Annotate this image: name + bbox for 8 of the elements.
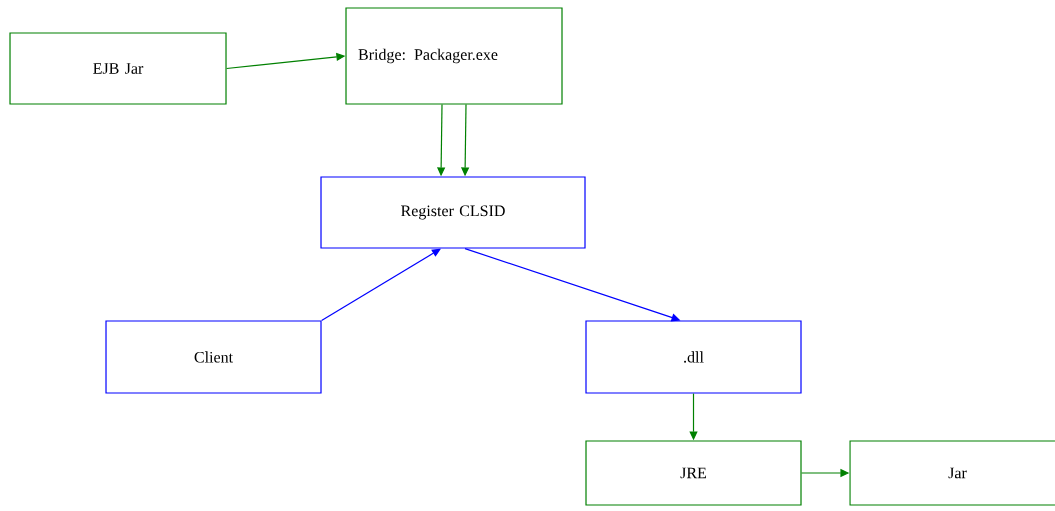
arrow	[321, 248, 441, 321]
process-box: Bridge: Packager.exe	[345, 7, 563, 105]
process-box: EJB Jar	[9, 32, 227, 105]
process-box: Client	[105, 320, 322, 394]
process-box: JRE	[585, 440, 802, 506]
process-box: .dll	[585, 320, 802, 394]
process-box: Register CLSID	[320, 176, 586, 249]
process-box: Jar	[849, 440, 1055, 506]
